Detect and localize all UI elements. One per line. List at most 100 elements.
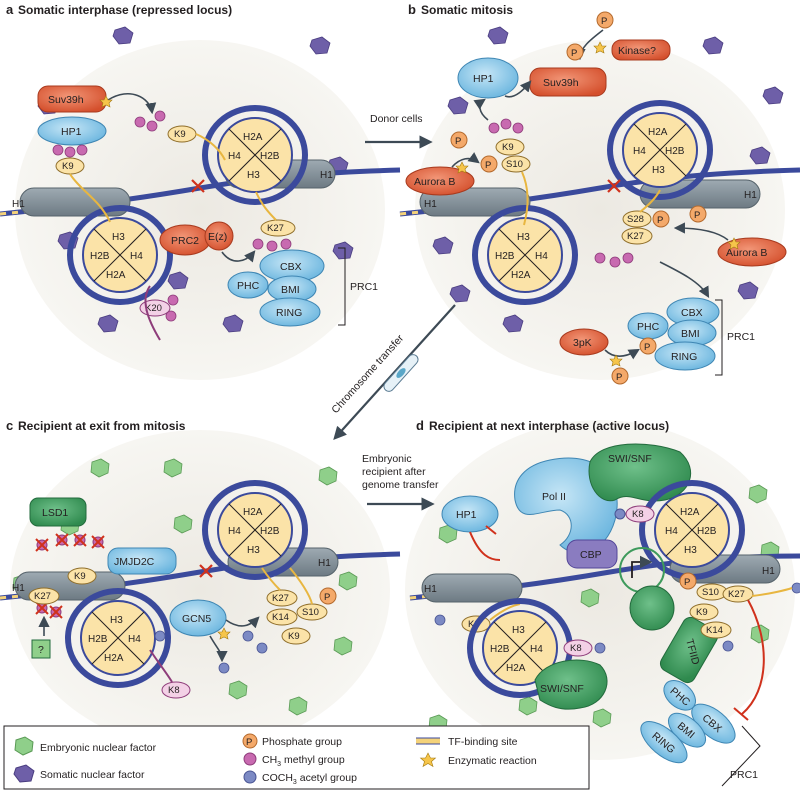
legend-somatic-label: Somatic nuclear factor: [40, 769, 145, 781]
nucleosome-lower: H3 H2B H4 H2A: [65, 588, 171, 688]
gcn5-label: GCN5: [182, 613, 211, 625]
h2a-label: H2A: [104, 653, 124, 664]
h4-label: H4: [530, 644, 543, 655]
phc-protein: [227, 271, 269, 299]
hp1-protein: [37, 116, 107, 146]
legend-methyl-sub: 3: [277, 761, 281, 768]
methyl-group-icon: [594, 252, 606, 264]
panel-c-letter: c: [6, 418, 13, 433]
h2b-label: H2B: [490, 644, 510, 655]
enzyme-arrow: [209, 635, 228, 663]
k8-label: K8: [570, 643, 582, 654]
jmjd2c-protein: [107, 547, 177, 575]
histone-tail: [69, 173, 111, 223]
s28-label: S28: [627, 214, 644, 225]
embryonic-factor-icon: [318, 466, 338, 486]
h2a-label: H2A: [506, 663, 526, 674]
phosphate-group-icon: [480, 155, 498, 173]
embryonic-factor-icon: [748, 484, 768, 504]
h2b-label: H2B: [495, 251, 515, 262]
embryonic-factor-icon: [90, 458, 110, 478]
swisnf-label: SWI/SNF: [608, 453, 652, 465]
cbx-label: CBX: [681, 307, 703, 319]
phosphate-group-icon: [319, 587, 337, 605]
acetyl-group-icon: [791, 582, 800, 594]
k14-mark: [700, 621, 732, 639]
h2a-label: H2A: [648, 127, 668, 138]
h2a-label: H2A: [511, 270, 531, 281]
phc-label: PHC: [237, 280, 260, 292]
methyl-group-icon: [622, 252, 634, 264]
k27-label: K27: [627, 231, 644, 242]
somatic-factor-icon: [449, 284, 471, 303]
hp1-label: HP1: [61, 126, 82, 138]
p-label: P: [571, 48, 577, 59]
legend-acetyl-label: COCH3 acetyl group: [262, 772, 357, 786]
h2b-label: H2B: [260, 151, 280, 162]
panel-titles: a Somatic interphase (repressed locus) b…: [6, 2, 669, 433]
somatic-factor-icon: [762, 86, 784, 105]
prc1-label: PRC1: [350, 281, 378, 293]
panel-b-title: Somatic mitosis: [421, 3, 513, 17]
histone-tail: [195, 133, 226, 161]
h3-label: H3: [517, 232, 530, 243]
enzyme-arrow: [504, 80, 532, 98]
k8-label: K8: [168, 685, 180, 696]
phosphate-group-icon: [242, 733, 258, 749]
methyl-group-icon: [52, 144, 64, 156]
methyl-group-icon: [266, 240, 278, 252]
methyl-group-icon: [280, 238, 292, 250]
bmi-label: BMI: [281, 284, 300, 296]
panel-c: H1 H1 H2A H4 H2B H3 H3 H2B H4 H2A LSD1 J…: [0, 480, 401, 699]
legend: Embryonic nuclear factor Somatic nuclear…: [3, 725, 590, 790]
prc2-label: PRC2: [171, 235, 199, 247]
legend-enzymatic-label: Enzymatic reaction: [448, 755, 537, 767]
s10-label: S10: [702, 587, 719, 598]
h3-label: H3: [512, 625, 525, 636]
3pk-protein: [559, 328, 609, 356]
h1-label: H1: [318, 558, 331, 569]
embryonic-factor-icon: [580, 588, 600, 608]
cbp-protein: [566, 539, 618, 569]
swisnf-protein: [534, 659, 608, 710]
h2b-label: H2B: [260, 526, 280, 537]
somatic-factor-icon: [332, 241, 354, 260]
ring-label: RING: [671, 351, 697, 363]
jmjd2c-label: JMJD2C: [114, 556, 155, 568]
p-label: P: [455, 136, 461, 147]
embryonic-recipient-arrow: Embryonic recipient after genome transfe…: [362, 453, 439, 511]
methyl-groups: [488, 118, 634, 268]
enzymatic-reaction-icon: [217, 627, 231, 640]
repressed-transcription-icon: [607, 179, 621, 193]
h2b-label: H2B: [665, 146, 685, 157]
methyl-group-icon: [154, 110, 166, 122]
k27-mark: [621, 227, 653, 245]
methyl-group-icon: [488, 122, 500, 134]
ring-protein: [654, 341, 716, 371]
phc-protein: [663, 680, 697, 711]
h1-label: H1: [12, 583, 25, 594]
k27-mark: [722, 585, 754, 603]
cbx-label: CBX: [280, 261, 302, 273]
h2a-label: H2A: [243, 507, 263, 518]
prc1-bracket: [715, 299, 723, 376]
enzyme-arrow: [673, 222, 729, 241]
linker-histone-h1: [421, 573, 523, 603]
h1-label: H1: [12, 199, 25, 210]
acetyl-group-icon: [594, 642, 606, 654]
embryonic-factor-icon: [750, 624, 770, 644]
legend-embryonic-label: Embryonic nuclear factor: [40, 742, 157, 754]
phosphate-group-icon: [639, 337, 657, 355]
h4-label: H4: [535, 251, 548, 262]
acetyl-group-icon: [154, 630, 166, 642]
inhibition-line: [469, 531, 501, 561]
p-label: P: [485, 160, 491, 171]
h3-label: H3: [652, 165, 665, 176]
methyl-group-icon: [134, 116, 146, 128]
donor-cells-arrow: Donor cells: [365, 113, 433, 149]
k9-label: K9: [74, 571, 86, 582]
somatic-factor-icon: [97, 314, 119, 333]
panel-d-title: Recipient at next interphase (active loc…: [429, 419, 669, 433]
acetyl-group-icon: [256, 642, 268, 654]
methyl-group-icon: [167, 294, 179, 306]
